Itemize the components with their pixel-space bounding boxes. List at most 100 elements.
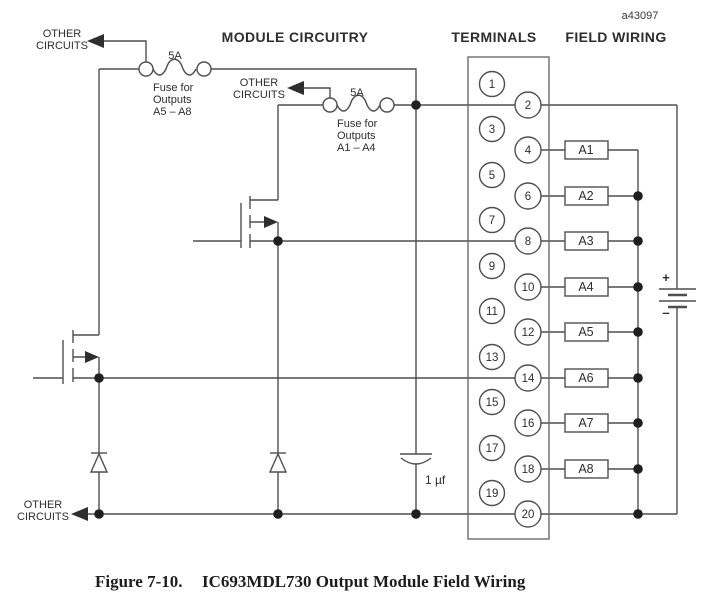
capacitor-value-label: 1 µf <box>425 473 446 487</box>
wire-other-circuits-top <box>104 40 147 62</box>
header-field-wiring: FIELD WIRING <box>565 29 666 45</box>
terminal-circle <box>478 206 506 234</box>
load-label: A5 <box>578 325 593 339</box>
diode-symbol-left <box>89 452 109 473</box>
fuse-a5-a8-labels: 5A Fuse for Outputs A5 – A8 <box>153 50 194 118</box>
junction-dot <box>273 509 283 519</box>
header-terminals: TERMINALS <box>451 29 536 45</box>
mosfet-arrow-icon <box>85 351 99 363</box>
terminal-number: 13 <box>486 352 499 364</box>
terminal-circles: 1 2 3 4 5 6 7 8 9 10 11 12 13 14 15 16 1… <box>478 70 542 528</box>
arrow-left-icon <box>71 507 88 521</box>
terminal-circle <box>514 500 542 528</box>
terminal-number: 10 <box>522 282 535 294</box>
terminal-number: 18 <box>522 464 535 476</box>
arrow-left-icon <box>87 34 104 48</box>
terminal-number: 4 <box>525 145 532 157</box>
other-circuits-line1: OTHER <box>24 499 63 511</box>
wire-fuse1-right-lead <box>211 68 417 105</box>
fuse-terminal-circle <box>322 97 338 113</box>
fuse-desc-line3: A5 – A8 <box>153 106 192 118</box>
terminal-circle <box>514 273 542 301</box>
junction-dot <box>633 191 643 201</box>
terminal-number: 16 <box>522 418 535 430</box>
fuse-terminal-circle <box>138 61 154 77</box>
other-circuits-label-mid: OTHER CIRCUITS <box>233 77 285 101</box>
load-box <box>564 459 609 479</box>
fuse-a1-a4-labels: 5A Fuse for Outputs A1 – A4 <box>337 87 378 154</box>
terminal-circle <box>514 409 542 437</box>
other-circuits-line2: CIRCUITS <box>36 40 88 52</box>
fuse-desc-line1: Fuse for <box>337 118 378 130</box>
terminal-circle <box>478 343 506 371</box>
arrow-left-icon <box>287 81 304 95</box>
capacitor-curved-plate <box>400 457 432 465</box>
figure-caption-number: Figure 7-10. <box>95 572 183 591</box>
terminal-circle <box>514 91 542 119</box>
load-box <box>564 322 609 342</box>
terminal-circle <box>478 161 506 189</box>
junction-dot <box>633 418 643 428</box>
terminal-block-outline <box>467 56 550 540</box>
terminal-number: 14 <box>522 373 535 385</box>
diode-triangle <box>268 452 288 473</box>
terminal-circle <box>514 318 542 346</box>
terminal-number: 9 <box>489 261 495 273</box>
junction-dot <box>94 509 104 519</box>
terminal-circle <box>478 388 506 416</box>
other-circuits-line1: OTHER <box>43 28 82 40</box>
other-circuits-label-bottom: OTHER CIRCUITS <box>17 499 69 523</box>
terminal-circle <box>478 115 506 143</box>
terminal-circle <box>478 252 506 280</box>
load-label: A8 <box>578 462 593 476</box>
load-box <box>564 368 609 388</box>
terminal-number: 2 <box>525 100 531 112</box>
load-label: A6 <box>578 371 593 385</box>
junction-dot <box>633 464 643 474</box>
battery-minus-label: – <box>662 305 669 320</box>
mosfet-symbol-upper <box>193 196 279 248</box>
load-box <box>564 231 609 251</box>
load-box <box>564 277 609 297</box>
fuse-desc-line2: Outputs <box>153 94 192 106</box>
junction-dot <box>633 327 643 337</box>
diode-triangle <box>89 452 109 473</box>
figure-caption-title: IC693MDL730 Output Module Field Wiring <box>202 572 526 591</box>
terminal-circle <box>478 434 506 462</box>
terminal-circle <box>514 455 542 483</box>
terminal-circle <box>478 297 506 325</box>
capacitor-symbol <box>400 453 432 465</box>
fuse-element <box>152 58 197 76</box>
load-box <box>564 186 609 206</box>
terminal-circle <box>514 136 542 164</box>
terminal-circle <box>478 70 506 98</box>
fuse-a5-a8-symbol <box>138 58 212 77</box>
wire-other-circuits-mid <box>303 87 331 98</box>
load-label: A3 <box>578 234 593 248</box>
figure-code-label: a43097 <box>622 10 659 22</box>
junction-dot <box>633 236 643 246</box>
terminal-number: 11 <box>486 306 498 318</box>
fuse-terminal-circle <box>379 97 395 113</box>
fuse-desc-line1: Fuse for <box>153 82 194 94</box>
terminal-number: 15 <box>486 397 499 409</box>
terminal-number: 1 <box>489 79 495 91</box>
terminal-number: 17 <box>486 443 499 455</box>
fuse-desc-line3: A1 – A4 <box>337 142 376 154</box>
fuse-rating-label: 5A <box>350 87 364 99</box>
fuse-a1-a4-symbol <box>322 94 395 113</box>
terminal-number: 6 <box>525 191 531 203</box>
junction-dot <box>94 373 104 383</box>
fuse-desc-line2: Outputs <box>337 130 376 142</box>
terminal-number: 20 <box>522 509 535 521</box>
junction-dot <box>633 509 643 519</box>
load-label: A4 <box>578 280 593 294</box>
junction-dot <box>411 100 421 110</box>
fuse-terminal-circle <box>196 61 212 77</box>
junction-dot <box>411 509 421 519</box>
battery-symbol <box>659 288 696 309</box>
diode-symbol-mid <box>268 452 288 473</box>
terminal-number: 5 <box>489 170 495 182</box>
